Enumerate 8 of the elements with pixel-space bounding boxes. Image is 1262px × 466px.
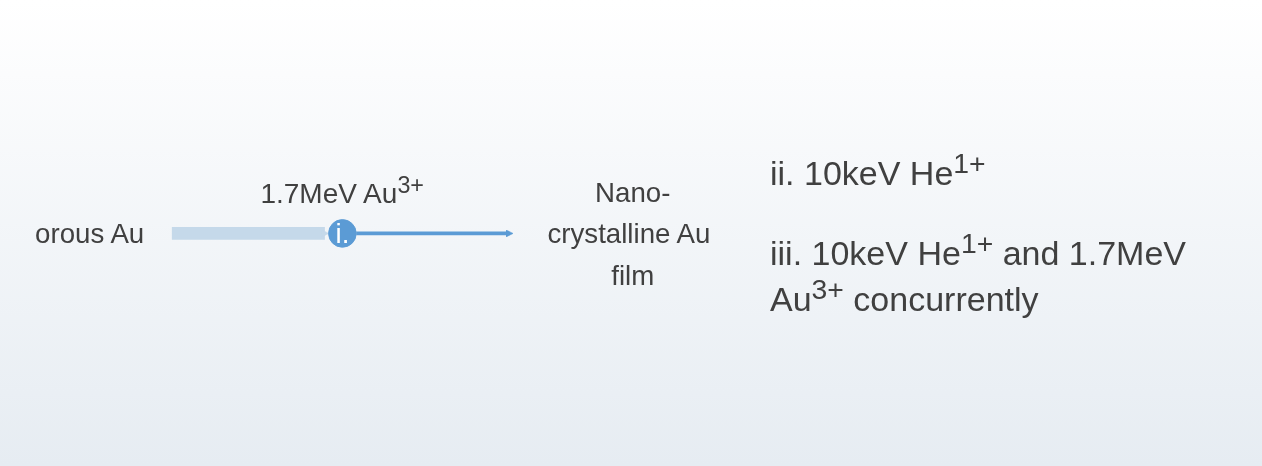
arrow: [356, 228, 514, 238]
list-item-text: ii. 10keV He$^{1+}$: [770, 146, 986, 193]
node-text: orous Au: [35, 217, 145, 249]
list-item-text: iii. 10keV He$^{1+}$ and 1.7MeV Au$^{3+}$ concurrently: [770, 226, 1187, 320]
node-circle: i.: [328, 218, 357, 248]
ion-beam-text: 1.7MeV Au$^{3+}$: [260, 172, 424, 211]
arrow: [171, 226, 329, 240]
node-text: Nano-crystalline Au film: [547, 176, 711, 290]
